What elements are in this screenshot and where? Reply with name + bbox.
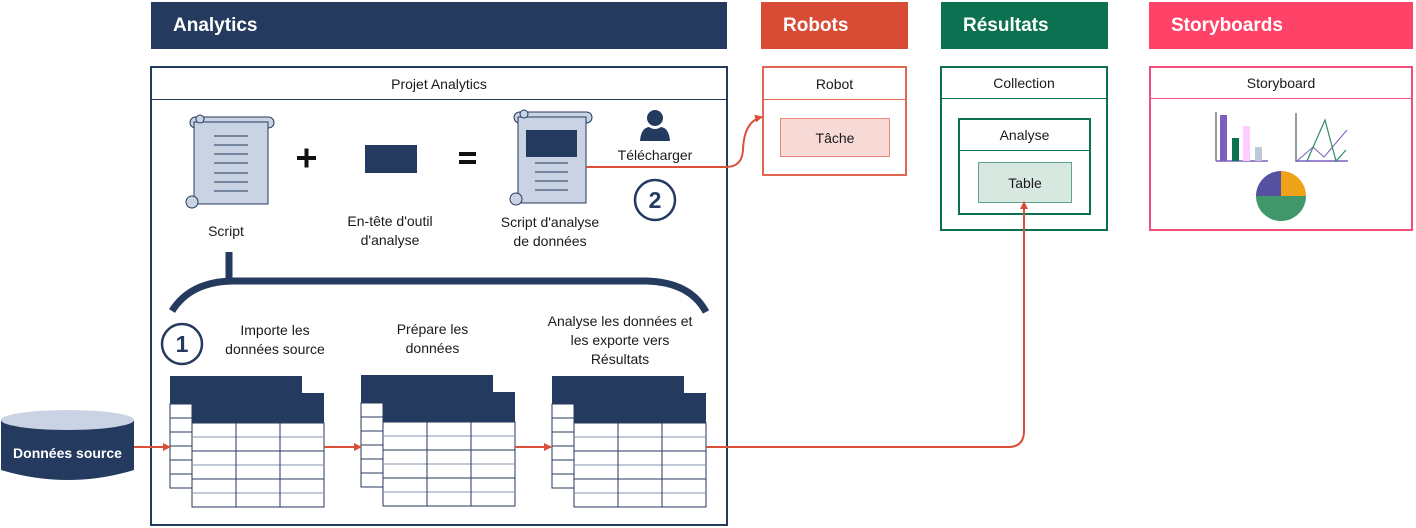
step-analyse-line3: Résultats — [590, 351, 650, 367]
analysis-box-title-text: Analyse — [999, 127, 1050, 143]
source-data-label[interactable]: Données source — [1, 444, 134, 463]
script-scroll-icon — [185, 114, 275, 209]
step-analyse-label: Analyse les données et les exporte vers … — [535, 312, 705, 369]
storyboards-header-title: Storyboards — [1171, 14, 1283, 36]
analysis-box-title: Analyse — [960, 120, 1089, 151]
workflow-brace — [169, 252, 710, 314]
step-2-badge — [633, 178, 677, 222]
step-2-number: 2 — [635, 187, 675, 213]
analysis-script-icon — [509, 109, 593, 206]
arrow-upload-to-task — [586, 114, 763, 168]
data-tables — [169, 375, 707, 508]
script-label-text: Script — [208, 223, 244, 239]
tool-header-label-line2: d'analyse — [360, 232, 420, 248]
collection-box-title: Collection — [942, 68, 1106, 99]
tool-header-label-line1: En-tête d'outil — [347, 213, 433, 229]
analysis-script-label-line2: de données — [513, 233, 587, 249]
storyboard-box-title-text: Storyboard — [1246, 75, 1316, 91]
robot-box: Robot Tâche — [762, 66, 907, 176]
table-item-label: Table — [1008, 174, 1042, 191]
upload-label[interactable]: Télécharger — [605, 146, 705, 165]
equals-icon — [459, 152, 476, 164]
analytics-header-title: Analytics — [173, 14, 258, 36]
upload-label-text: Télécharger — [617, 147, 693, 163]
step-prepare-label: Prépare les données — [370, 320, 495, 358]
robot-box-title: Robot — [764, 68, 905, 100]
analysis-box: Analyse Table — [958, 118, 1091, 215]
results-header: Résultats — [941, 2, 1108, 49]
collection-box-title-text: Collection — [993, 75, 1055, 91]
script-label: Script — [186, 222, 266, 241]
step-2-number-text: 2 — [648, 187, 662, 213]
step-prepare-line1: Prépare les — [396, 321, 469, 337]
arrow-analyse-to-table — [706, 201, 1028, 448]
analyse-table-icon — [551, 376, 707, 508]
bar-chart-icon — [1215, 112, 1268, 162]
storyboards-header: Storyboards — [1149, 2, 1413, 49]
step-import-label: Importe les données source — [200, 321, 350, 359]
step-import-line2: données source — [225, 341, 325, 357]
user-icon — [640, 110, 670, 141]
results-header-title: Résultats — [963, 14, 1049, 36]
robots-header-title: Robots — [783, 14, 849, 36]
prepare-table-icon — [360, 375, 516, 507]
robot-box-title-text: Robot — [815, 75, 854, 92]
step-analyse-line1: Analyse les données et — [547, 313, 693, 329]
step-analyse-line2: les exporte vers — [570, 332, 670, 348]
source-data-label-text: Données source — [13, 445, 122, 461]
step-1-number-text: 1 — [175, 331, 189, 357]
analytics-project-title-text: Projet Analytics — [391, 75, 487, 92]
analytics-header: Analytics — [151, 2, 727, 49]
tool-header-label: En-tête d'outil d'analyse — [320, 212, 460, 250]
line-chart-icon — [1295, 113, 1348, 163]
plus-icon — [297, 148, 316, 168]
analysis-script-label: Script d'analyse de données — [480, 213, 620, 251]
import-table-icon — [169, 376, 325, 508]
analytics-project-title: Projet Analytics — [152, 68, 726, 100]
pie-chart-icon — [1256, 171, 1306, 221]
step-import-line1: Importe les — [240, 322, 310, 338]
table-item[interactable]: Table — [978, 162, 1072, 203]
storyboard-box-title: Storyboard — [1151, 68, 1411, 99]
step-prepare-line2: données — [405, 340, 460, 356]
step-1-number: 1 — [162, 331, 202, 357]
analysis-script-label-line1: Script d'analyse — [500, 214, 600, 230]
step-1-badge — [160, 322, 204, 366]
task-item[interactable]: Tâche — [780, 118, 890, 157]
source-database-icon[interactable] — [1, 410, 134, 480]
tool-header-icon — [365, 145, 417, 173]
task-label: Tâche — [815, 129, 855, 146]
robots-header: Robots — [761, 2, 908, 49]
